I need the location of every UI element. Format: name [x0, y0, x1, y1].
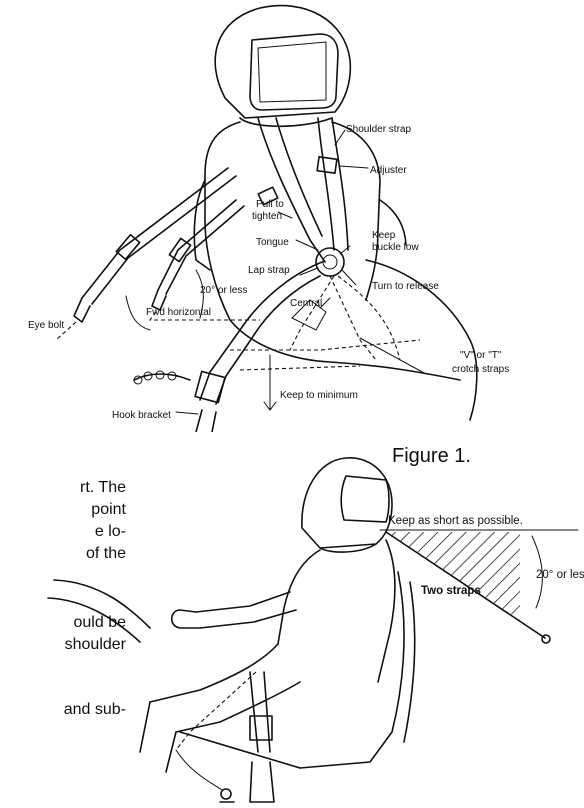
label-keep-short: Keep as short as possible.	[388, 515, 523, 527]
label-angle-top: 20° or less	[200, 285, 247, 296]
figure-title: Figure 1.	[392, 445, 471, 467]
label-crotch-1: "V" or "T"	[460, 350, 502, 361]
label-tighten: tighten	[252, 211, 282, 222]
text-fragment: point	[0, 500, 126, 520]
label-eye-bolt: Eye bolt	[28, 320, 64, 331]
text-fragment: rt. The	[0, 478, 126, 498]
label-fwd-horizontal: Fwd horizontal	[146, 307, 211, 318]
harness-illustration: Shoulder strap Adjuster Pull to tighten …	[0, 0, 584, 432]
label-keep-to-minimum: Keep to minimum	[280, 390, 358, 401]
label-hook-bracket: Hook bracket	[112, 410, 171, 421]
label-crotch-2: crotch straps	[452, 364, 509, 375]
anchor-point	[542, 635, 550, 643]
label-adjuster: Adjuster	[370, 165, 407, 176]
label-two-straps: Two straps	[421, 585, 481, 597]
text-fragment: ould be	[0, 613, 126, 633]
text-fragment: e lo-	[0, 522, 126, 542]
seat-drawing	[180, 572, 415, 768]
label-pull-to: Pull to	[256, 199, 284, 210]
label-tongue: Tongue	[256, 237, 289, 248]
label-central: Central	[290, 298, 322, 309]
label-shoulder-strap: Shoulder strap	[346, 124, 411, 135]
text-fragment: of the	[0, 544, 126, 564]
label-buckle-low: buckle low	[372, 242, 419, 253]
text-fragment: and sub-	[0, 700, 126, 720]
label-turn-to-release: Turn to release	[372, 281, 439, 292]
label-angle-bottom: 20° or less.	[536, 569, 584, 581]
label-keep: Keep	[372, 230, 396, 241]
helmet-drawing	[215, 6, 350, 127]
text-fragment: shoulder	[0, 635, 126, 655]
label-lap-strap: Lap strap	[248, 265, 290, 276]
